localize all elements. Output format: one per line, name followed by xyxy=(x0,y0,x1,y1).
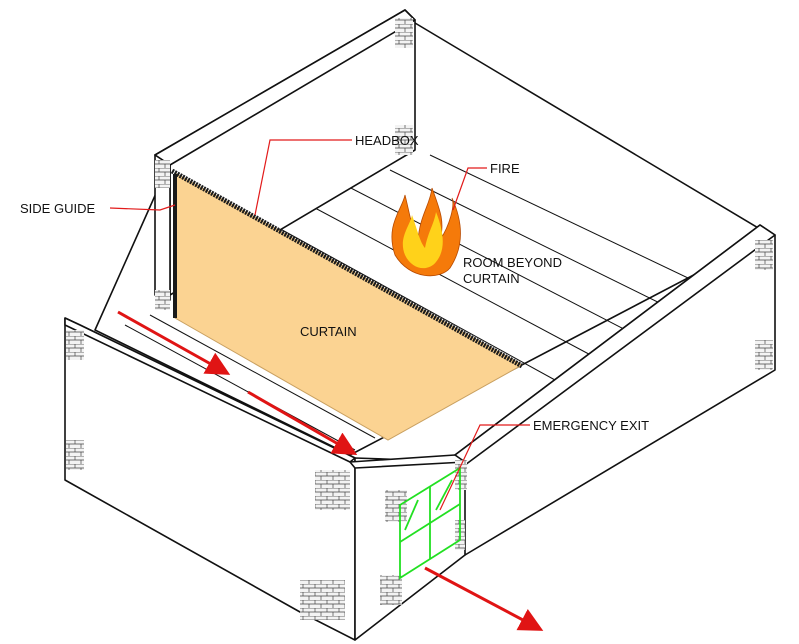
side-guide-label: SIDE GUIDE xyxy=(20,201,95,216)
arrow-icon xyxy=(117,310,544,631)
brick-corners xyxy=(66,18,773,620)
curtain-label: CURTAIN xyxy=(300,324,357,339)
headbox-bar xyxy=(170,168,524,369)
label-leaders xyxy=(109,139,530,511)
headbox-label: HEADBOX xyxy=(355,133,419,148)
emergency-exit-door xyxy=(399,466,461,580)
front-wall-top xyxy=(64,317,356,463)
fire-label: FIRE xyxy=(490,161,520,176)
emergency-exit-label: EMERGENCY EXIT xyxy=(533,418,649,433)
flame-icon xyxy=(391,187,461,277)
room-beyond-label-line1: ROOM BEYOND xyxy=(463,255,562,270)
room-beyond-label-line2: CURTAIN xyxy=(463,271,520,286)
